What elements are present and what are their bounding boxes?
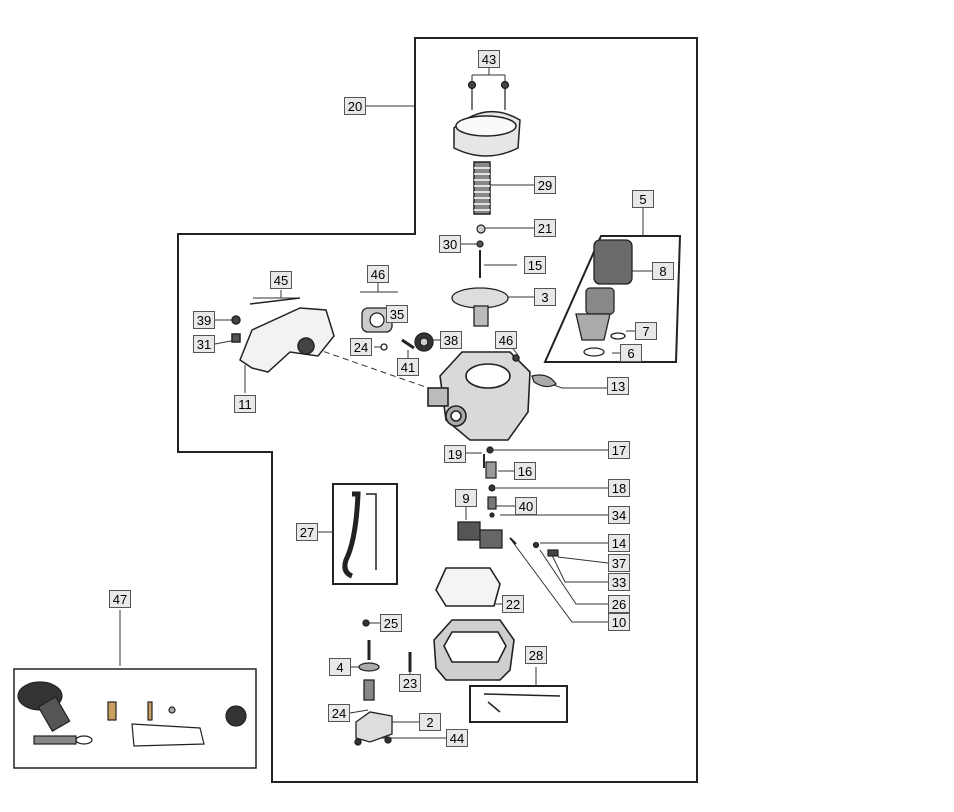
callout-3[interactable]: 3 xyxy=(534,288,556,306)
group-box-5 xyxy=(543,235,682,363)
leader-lines xyxy=(119,63,652,739)
callout-10[interactable]: 10 xyxy=(608,613,630,631)
part-jets-group xyxy=(483,446,497,518)
callout-8[interactable]: 8 xyxy=(652,262,674,280)
callout-15[interactable]: 15 xyxy=(524,256,546,274)
callout-21[interactable]: 21 xyxy=(534,219,556,237)
callout-25[interactable]: 25 xyxy=(380,614,402,632)
group-box-27 xyxy=(332,483,398,585)
callout-27[interactable]: 27 xyxy=(296,523,318,541)
callout-13[interactable]: 13 xyxy=(607,377,629,395)
callout-6[interactable]: 6 xyxy=(620,344,642,362)
callout-35[interactable]: 35 xyxy=(386,305,408,323)
callout-39[interactable]: 39 xyxy=(193,311,215,329)
callout-31[interactable]: 31 xyxy=(193,335,215,353)
part-float-bowl xyxy=(433,619,515,681)
callout-2[interactable]: 2 xyxy=(419,713,441,731)
callout-18[interactable]: 18 xyxy=(608,479,630,497)
part-9-float xyxy=(457,521,503,549)
callout-46-right[interactable]: 46 xyxy=(495,331,517,349)
callout-5[interactable]: 5 xyxy=(632,190,654,208)
part-47-repair-kit xyxy=(17,681,247,747)
part-35-flange xyxy=(361,307,434,352)
callout-41[interactable]: 41 xyxy=(397,358,419,376)
callout-23[interactable]: 23 xyxy=(399,674,421,692)
callout-17[interactable]: 17 xyxy=(608,441,630,459)
part-22-gasket xyxy=(435,567,501,607)
callout-34[interactable]: 34 xyxy=(608,506,630,524)
part-11-throttle-bracket xyxy=(231,297,335,373)
callout-28[interactable]: 28 xyxy=(525,646,547,664)
callout-11[interactable]: 11 xyxy=(234,395,256,413)
part-8-auto-choke xyxy=(575,239,633,357)
callout-29[interactable]: 29 xyxy=(534,176,556,194)
part-20-top-cover xyxy=(453,110,521,157)
callout-46-top[interactable]: 46 xyxy=(367,265,389,283)
callout-19[interactable]: 19 xyxy=(444,445,466,463)
callout-37[interactable]: 37 xyxy=(608,554,630,572)
callout-4[interactable]: 4 xyxy=(329,658,351,676)
callout-24-lower[interactable]: 24 xyxy=(328,704,350,722)
callout-47[interactable]: 47 xyxy=(109,590,131,608)
callout-22[interactable]: 22 xyxy=(502,595,524,613)
part-43-screws xyxy=(467,80,510,110)
callout-44[interactable]: 44 xyxy=(446,729,468,747)
part-3-diaphragm xyxy=(451,287,509,327)
main-frame-outline xyxy=(177,37,698,783)
part-bowl-screws xyxy=(354,619,412,746)
part-small-screws xyxy=(509,537,559,557)
callout-16[interactable]: 16 xyxy=(514,462,536,480)
callout-9[interactable]: 9 xyxy=(455,489,477,507)
callout-20[interactable]: 20 xyxy=(344,97,366,115)
part-carburetor-body xyxy=(427,351,531,441)
callout-40[interactable]: 40 xyxy=(515,497,537,515)
callout-7[interactable]: 7 xyxy=(635,322,657,340)
callout-26[interactable]: 26 xyxy=(608,595,630,613)
group-box-47 xyxy=(13,668,257,769)
callout-14[interactable]: 14 xyxy=(608,534,630,552)
part-27-hose xyxy=(342,491,377,579)
part-29-spring xyxy=(473,161,491,215)
callout-30[interactable]: 30 xyxy=(439,235,461,253)
part-21-needle-holder xyxy=(476,224,486,278)
part-13-clip xyxy=(531,374,557,388)
callout-45[interactable]: 45 xyxy=(270,271,292,289)
callout-38[interactable]: 38 xyxy=(440,331,462,349)
callout-43[interactable]: 43 xyxy=(478,50,500,68)
part-28-strip xyxy=(483,693,561,713)
callout-24-upper[interactable]: 24 xyxy=(350,338,372,356)
callout-33[interactable]: 33 xyxy=(608,573,630,591)
group-box-28 xyxy=(469,685,568,723)
